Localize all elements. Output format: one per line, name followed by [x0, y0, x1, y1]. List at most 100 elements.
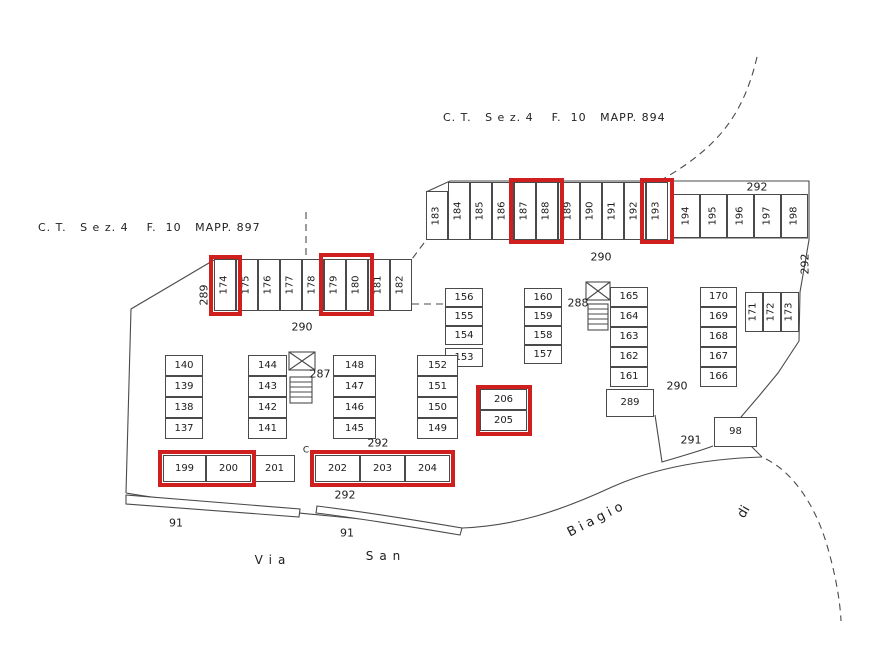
parcel-137: 137 — [165, 418, 203, 439]
parcel-number: 184 — [453, 201, 464, 221]
hatch-box-icon-upper — [585, 281, 611, 301]
parcel-154: 154 — [445, 326, 483, 345]
parcel-number: 152 — [427, 359, 448, 371]
parcel-number: 142 — [257, 401, 278, 413]
parcel-194: 194 — [673, 194, 700, 238]
highlight-box-174 — [209, 255, 242, 316]
map-label-288: 288 — [567, 296, 589, 310]
dashed-link-a — [411, 242, 425, 260]
highlight-box-179-180 — [319, 253, 374, 316]
parcel-151: 151 — [417, 376, 458, 397]
parcel-199: 199 — [163, 455, 206, 482]
highlight-box-193 — [640, 178, 674, 244]
caption-mapp-894: C. T. S e z. 4 F. 10 MAPP. 894 — [443, 111, 666, 124]
parcel-203: 203 — [360, 455, 405, 482]
parcel-146: 146 — [333, 397, 376, 418]
parcel-149: 149 — [417, 418, 458, 439]
parcel-179: 179 — [324, 259, 346, 311]
parcel-187: 187 — [514, 182, 536, 240]
dashed-boundary-top — [655, 56, 758, 184]
parcel-number: 186 — [497, 201, 508, 221]
parcel-number: 197 — [761, 206, 773, 226]
parcel-145: 145 — [333, 418, 376, 439]
parcel-152: 152 — [417, 355, 458, 376]
parcel-number: 154 — [454, 329, 474, 341]
parcel-number: 149 — [427, 422, 448, 434]
parcel-142: 142 — [248, 397, 287, 418]
parcel-171: 171 — [745, 292, 763, 332]
parcel-number: 143 — [257, 380, 278, 392]
parcel-202: 202 — [315, 455, 360, 482]
parcel-number: 171 — [748, 302, 759, 322]
map-label-287: 287 — [309, 367, 331, 381]
parcel-197: 197 — [754, 194, 781, 238]
highlight-box-199-200 — [158, 450, 256, 487]
parcel-159: 159 — [524, 307, 562, 326]
parcel-289: 289 — [606, 389, 654, 417]
parcel-196: 196 — [727, 194, 754, 238]
parcel-182: 182 — [390, 259, 412, 311]
caption-mapp-897: C. T. S e z. 4 F. 10 MAPP. 897 — [38, 221, 261, 234]
parcel-160: 160 — [524, 288, 562, 307]
parcel-number: 200 — [218, 462, 239, 474]
parcel-191: 191 — [602, 182, 624, 240]
parcel-144: 144 — [248, 355, 287, 376]
parcel-169: 169 — [700, 307, 737, 327]
parcel-number: 183 — [431, 205, 442, 226]
parcel-number: 148 — [344, 359, 365, 371]
parcel-number: 141 — [257, 422, 278, 434]
parcel-167: 167 — [700, 347, 737, 367]
map-label-via: Via — [254, 553, 292, 567]
parcel-206: 206 — [480, 389, 527, 410]
parcel-number: 204 — [417, 462, 438, 474]
parcel-183: 183 — [426, 191, 448, 240]
parcel-138: 138 — [165, 397, 203, 418]
parcel-number: 192 — [629, 201, 640, 221]
map-label-290: 290 — [291, 320, 313, 334]
parcel-number: 138 — [174, 401, 194, 413]
parcel-number: 196 — [734, 206, 746, 226]
dashed-boundary-bottom-right — [765, 458, 842, 622]
site-boundary-left — [125, 259, 215, 494]
parcel-number: 144 — [257, 359, 278, 371]
road-strip-right — [315, 505, 463, 536]
parcel-170: 170 — [700, 287, 737, 307]
parcel-164: 164 — [610, 307, 648, 327]
parcel-number: 170 — [708, 291, 729, 302]
parcel-186: 186 — [492, 182, 514, 240]
parcel-173: 173 — [781, 292, 799, 332]
parcel-195: 195 — [700, 194, 727, 238]
map-label-91: 91 — [169, 516, 183, 530]
parcel-141: 141 — [248, 418, 287, 439]
parcel-174: 174 — [214, 259, 236, 311]
map-label-292: 292 — [334, 488, 356, 502]
parcel-150: 150 — [417, 397, 458, 418]
parcel-172: 172 — [763, 292, 781, 332]
parcel-139: 139 — [165, 376, 203, 397]
highlight-box-202-204 — [310, 450, 455, 487]
parcel-177: 177 — [280, 259, 302, 311]
map-label-290: 290 — [590, 250, 612, 264]
road-strip-left — [125, 494, 301, 518]
parcel-number: 98 — [729, 426, 742, 437]
parcel-201: 201 — [254, 455, 295, 482]
parcel-number: 194 — [680, 206, 692, 226]
parcel-number: 172 — [766, 302, 777, 322]
parcel-number: 155 — [454, 310, 474, 322]
parcel-147: 147 — [333, 376, 376, 397]
parcel-number: 205 — [493, 414, 514, 426]
map-label-292: 292 — [798, 253, 812, 275]
parcel-157: 157 — [524, 345, 562, 364]
map-label-san: San — [365, 549, 407, 563]
map-label-292: 292 — [746, 180, 768, 194]
parcel-number: 185 — [475, 201, 486, 221]
parcel-number: 164 — [619, 311, 639, 322]
parcel-155: 155 — [445, 307, 483, 326]
parcel-number: 163 — [619, 331, 639, 342]
parcel-number: 150 — [427, 401, 448, 413]
parcel-number: 145 — [344, 422, 365, 434]
parcel-98: 98 — [714, 417, 757, 447]
parcel-number: 167 — [708, 351, 729, 362]
parcel-number: 189 — [563, 201, 574, 221]
parcel-number: 166 — [708, 371, 729, 382]
